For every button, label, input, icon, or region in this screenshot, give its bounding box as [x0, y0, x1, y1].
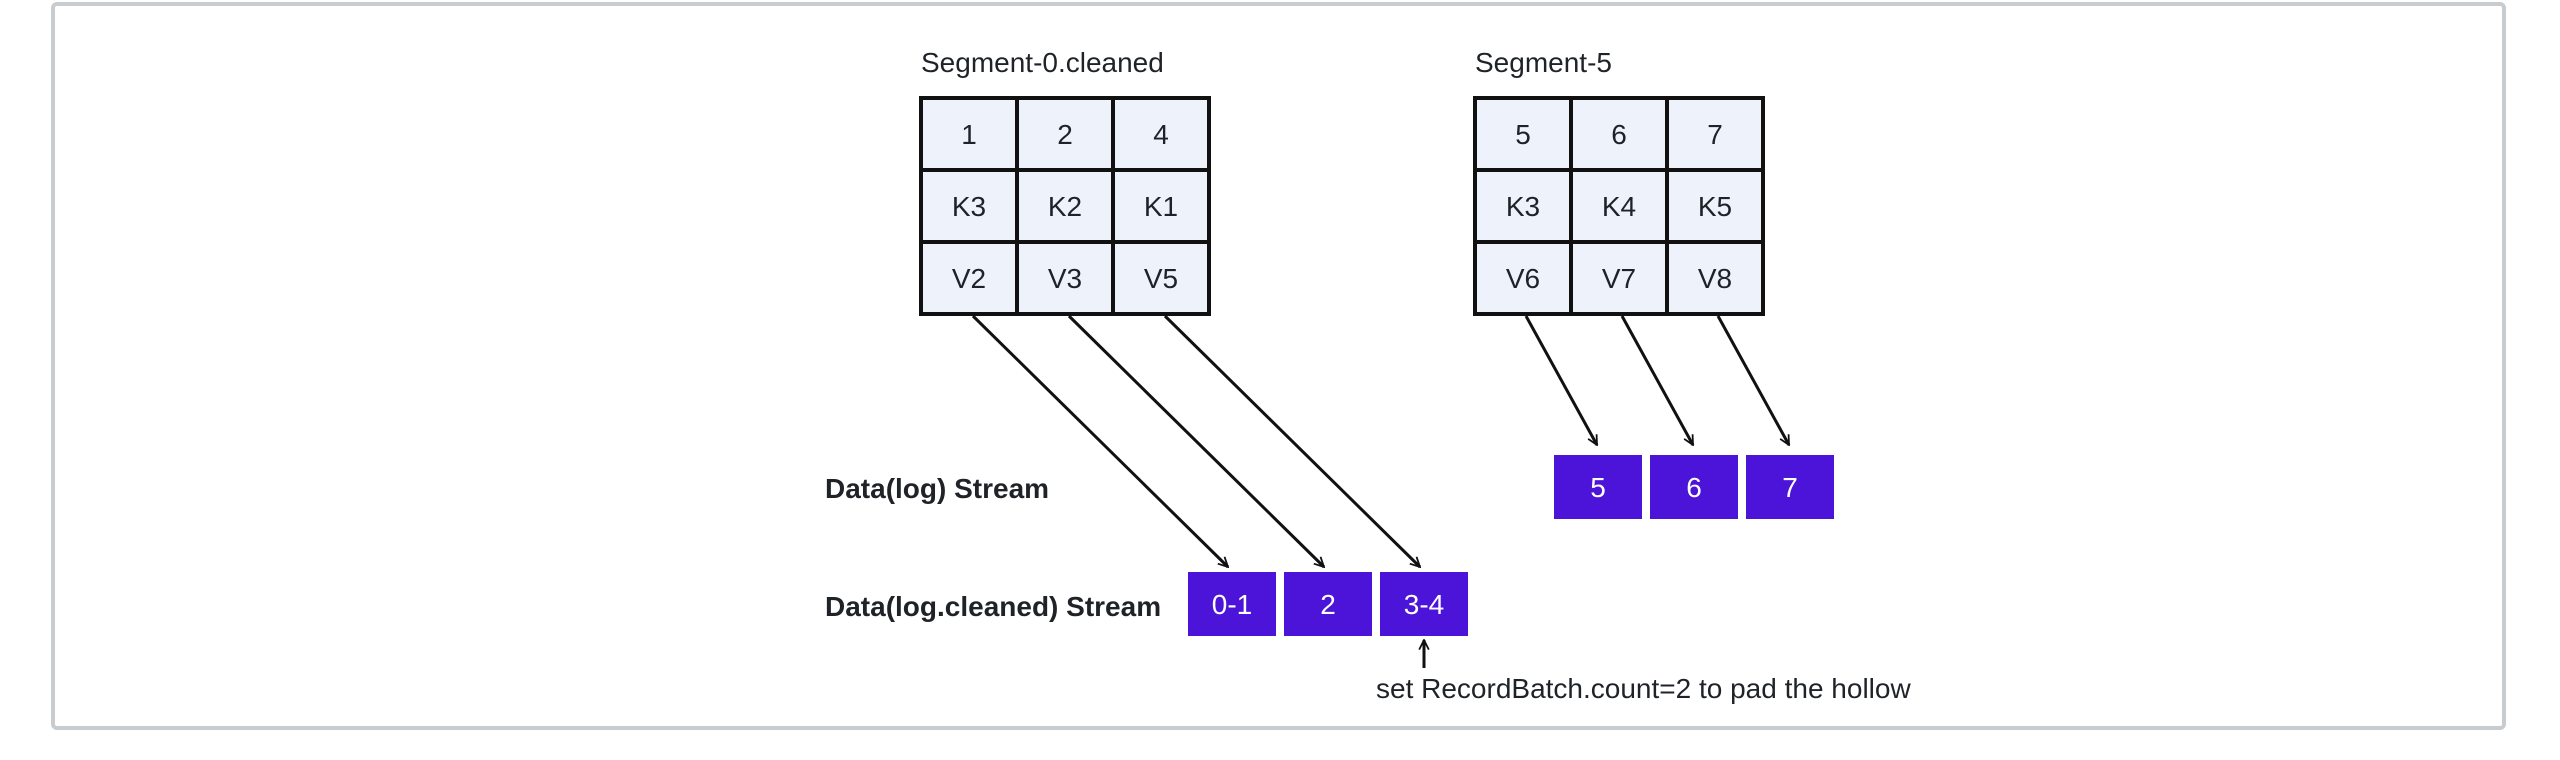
cleaned-block-rect: [1188, 572, 1276, 636]
cleaned-block-label: 3-4: [1404, 589, 1444, 620]
log-block-label: 7: [1782, 472, 1798, 503]
cleaned-block-label: 2: [1320, 589, 1336, 620]
segment-cell-label: 4: [1153, 119, 1169, 150]
arrow-v6-to-5: [1524, 315, 1599, 445]
diagram-frame: [51, 2, 2506, 730]
cleaned-block-label: 0-1: [1212, 589, 1252, 620]
segment-cell-label: V7: [1602, 263, 1636, 294]
arrow-v3-to-2: [1067, 314, 1324, 567]
segment-cell-label: V2: [952, 263, 986, 294]
segment-cell: [1665, 168, 1765, 244]
segment-cell: [919, 240, 1019, 316]
log-block-rect: [1650, 455, 1738, 519]
log-arrows: [1524, 315, 1791, 445]
segment-5-title: Segment-5: [1475, 47, 1612, 78]
arrow-v8-to-7: [1716, 315, 1791, 445]
segment-cell-label: 1: [961, 119, 977, 150]
segment-cell-label: 6: [1611, 119, 1627, 150]
segment-cell: [1111, 96, 1211, 172]
segment-cell: [1665, 240, 1765, 316]
arrow-v5-to-3-4: [1163, 314, 1420, 567]
log-stream: 5 6 7: [1554, 455, 1834, 519]
segment-cell-label: V8: [1698, 263, 1732, 294]
log-block-label: 6: [1686, 472, 1702, 503]
cleaned-stream-label: Data(log.cleaned) Stream: [825, 591, 1161, 622]
segment-cell-label: 2: [1057, 119, 1073, 150]
segment-cell-label: V5: [1144, 263, 1178, 294]
segment-cell-label: 5: [1515, 119, 1531, 150]
log-block-rect: [1746, 455, 1834, 519]
segment-cell-label: K5: [1698, 191, 1732, 222]
segment-0-title: Segment-0.cleaned: [921, 47, 1164, 78]
log-block-rect: [1554, 455, 1642, 519]
log-block-label: 5: [1590, 472, 1606, 503]
segment-cell-label: K3: [952, 191, 986, 222]
arrow-v7-to-6: [1620, 315, 1695, 445]
segment-cell-label: K3: [1506, 191, 1540, 222]
cleaned-block-rect: [1284, 572, 1372, 636]
arrow-v2-to-0-1: [971, 314, 1228, 567]
cleaned-block-rect: [1380, 572, 1468, 636]
segment-cell-label: 7: [1707, 119, 1723, 150]
segment-cell-label: K1: [1144, 191, 1178, 222]
segment-cell: [1111, 240, 1211, 316]
segment-cell-label: K4: [1602, 191, 1636, 222]
cleaned-arrows: [971, 314, 1420, 567]
padding-note: set RecordBatch.count=2 to pad the hollo…: [1376, 673, 1911, 704]
cleaned-stream: 0-1 2 3-4: [1188, 572, 1468, 636]
segment-cell: [1473, 240, 1573, 316]
segment-cell-label: V6: [1506, 263, 1540, 294]
segment-cell-label: V3: [1048, 263, 1082, 294]
log-stream-label: Data(log) Stream: [825, 473, 1049, 504]
segment-cell-label: K2: [1048, 191, 1082, 222]
segment-cell: [1015, 240, 1115, 316]
